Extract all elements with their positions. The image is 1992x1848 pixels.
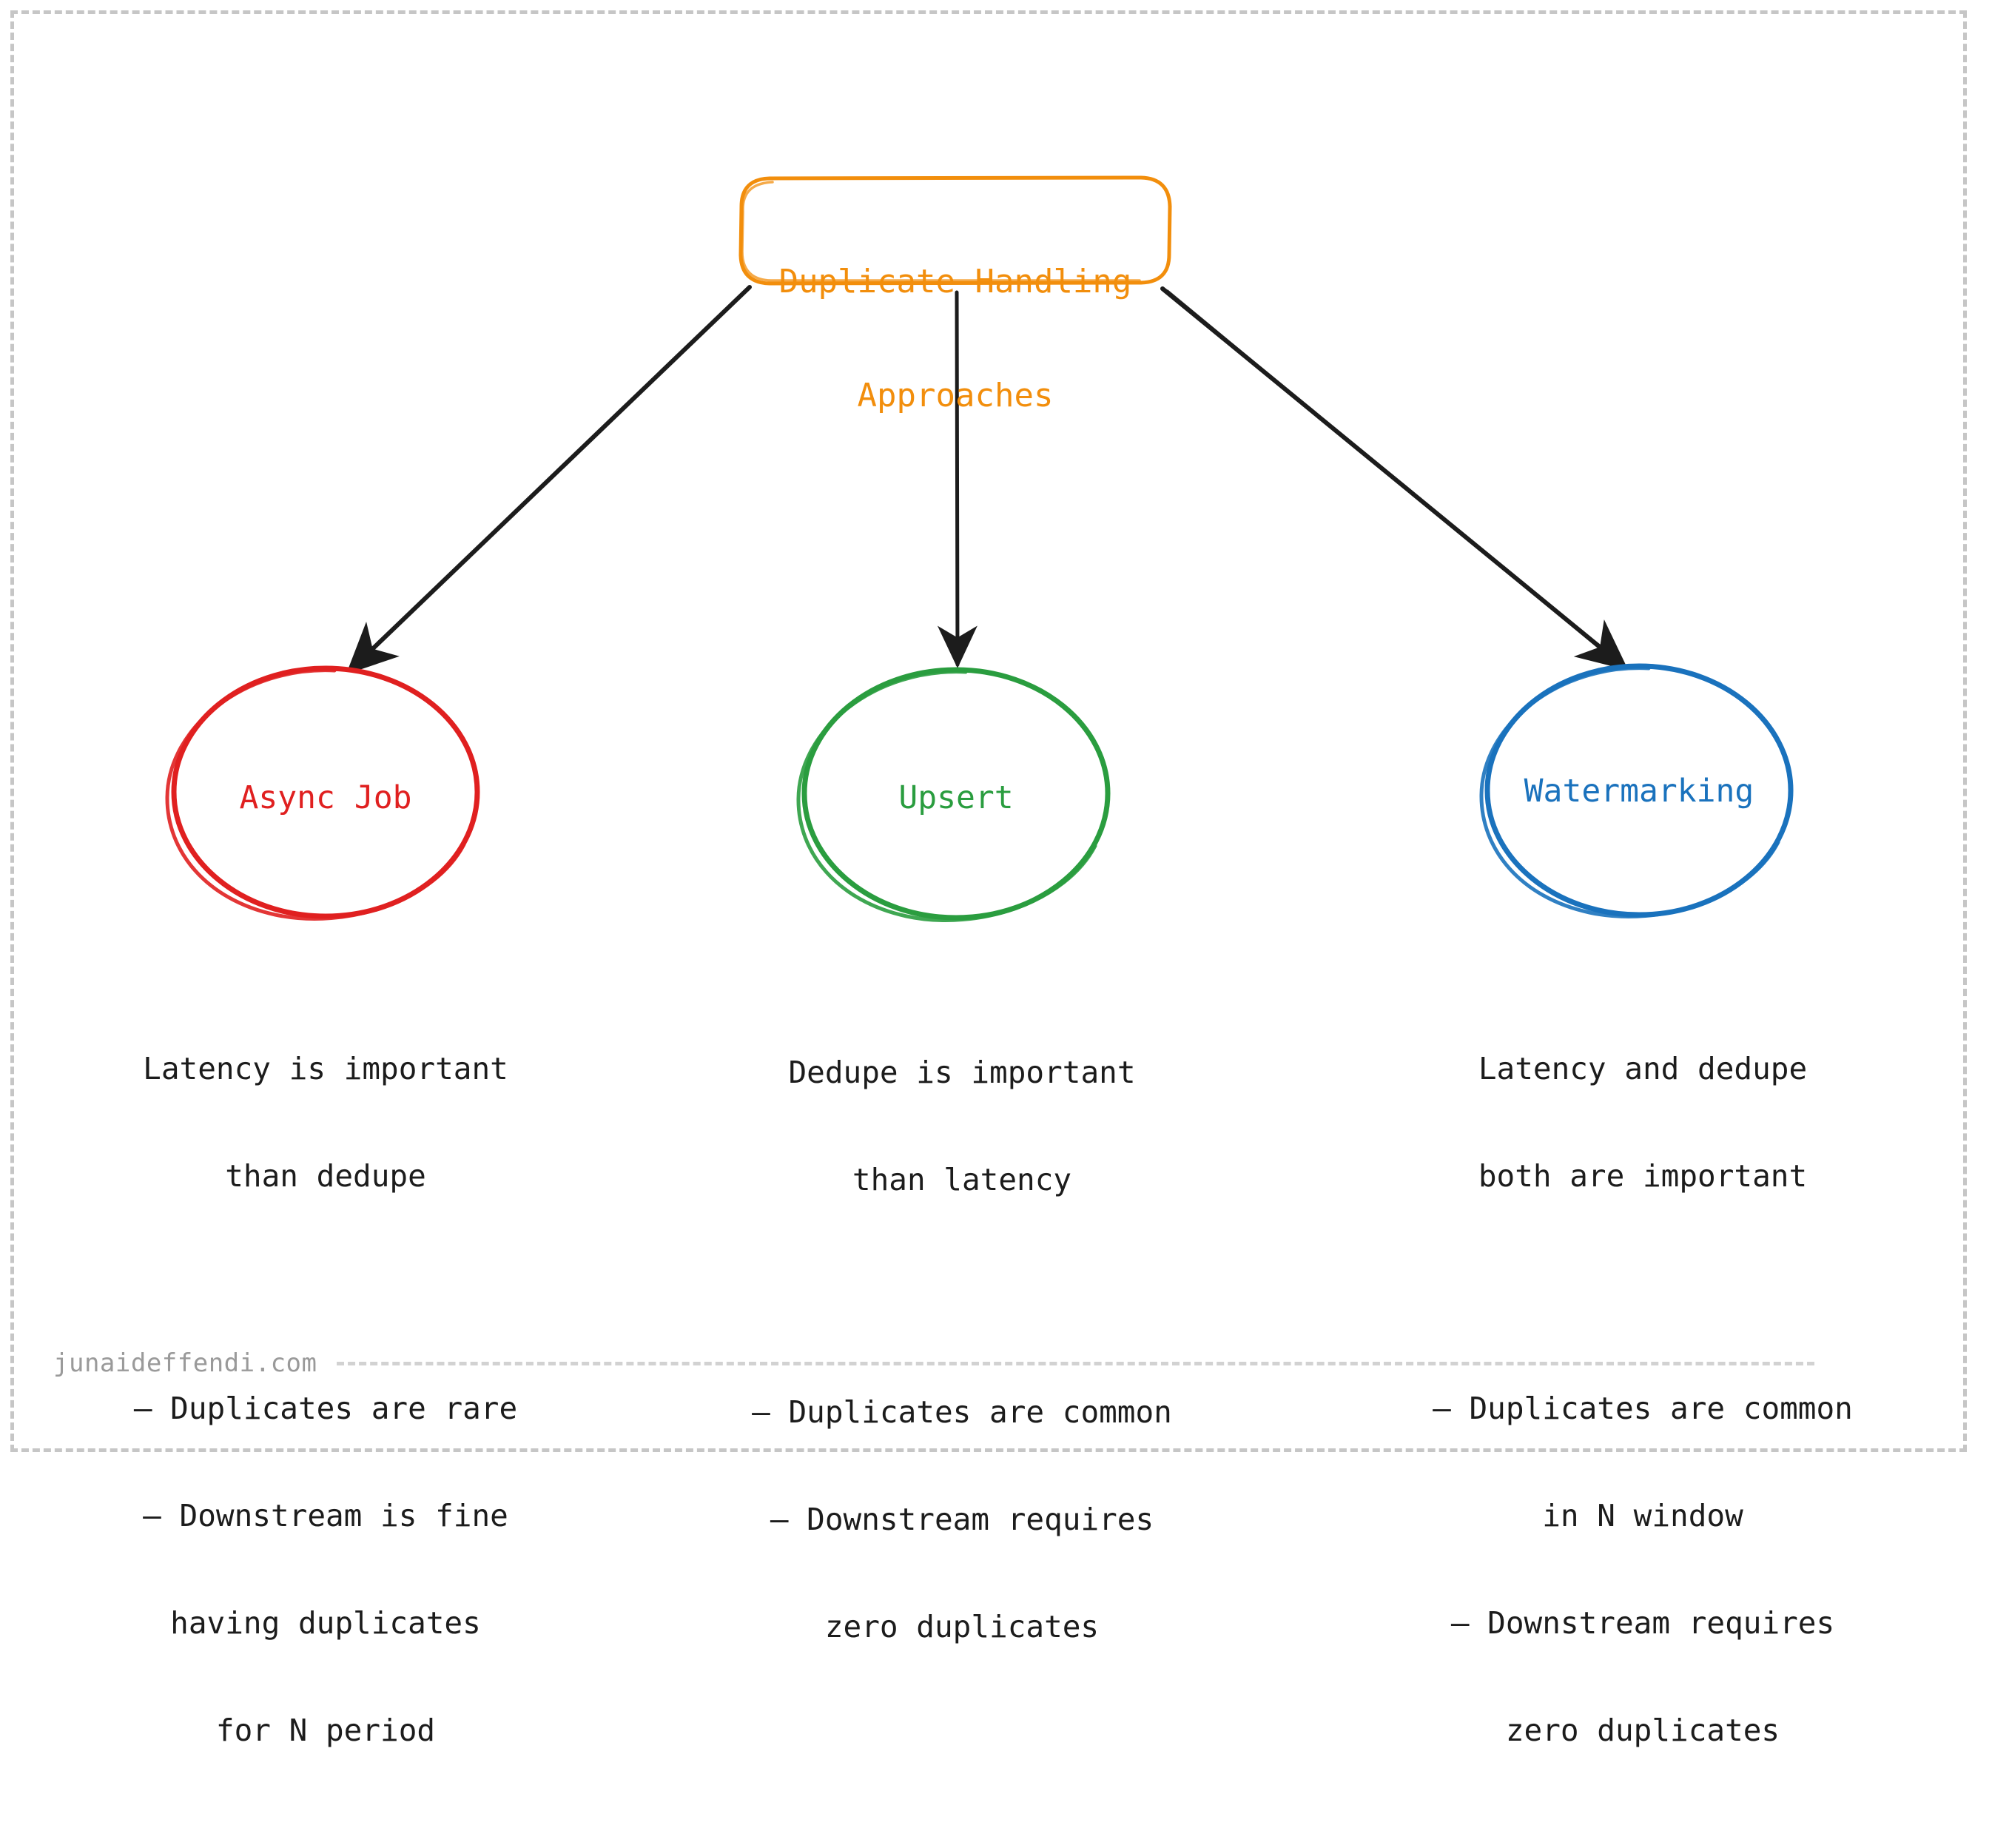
title-node: Duplicate Handling Approaches	[740, 187, 1171, 491]
description-watermarking: Latency and dedupe both are important – …	[1384, 951, 1902, 1848]
bullet-line-1: – Duplicates are common	[752, 1394, 1172, 1430]
arrow-title-to-async	[346, 285, 752, 675]
description-bullets-async-job: – Duplicates are rare – Downstream is fi…	[67, 1319, 585, 1820]
watermark-text: junaideffendi.com	[53, 1348, 317, 1378]
node-label-async-job: Async Job	[239, 779, 412, 816]
node-upsert-shape	[796, 667, 1111, 922]
description-async-job: Latency is important than dedupe – Dupli…	[67, 951, 585, 1848]
diagram-vector-layer	[165, 175, 1794, 922]
description-heading-upsert: Dedupe is important than latency	[703, 983, 1221, 1269]
description-heading-async-job: Latency is important than dedupe	[67, 979, 585, 1266]
description-heading-watermarking: Latency and dedupe both are important	[1384, 979, 1902, 1266]
bullet-line-2: – Downstream requires	[770, 1501, 1154, 1537]
title-node-shape	[738, 175, 1172, 286]
bullet-line-1: – Duplicates are common	[1433, 1390, 1853, 1426]
bullet-line-3: zero duplicates	[824, 1609, 1100, 1644]
footer: junaideffendi.com	[53, 1348, 1903, 1378]
heading-line-1: Latency and dedupe	[1478, 1050, 1808, 1086]
node-label-watermarking: Watermarking	[1524, 773, 1754, 810]
diagram-canvas: Duplicate Handling Approaches Async Job …	[10, 10, 1967, 1749]
heading-line-1: Dedupe is important	[788, 1054, 1136, 1090]
node-watermarking-shape	[1479, 663, 1794, 918]
heading-line-2: than dedupe	[225, 1157, 426, 1194]
bullet-line-2: – Downstream is fine	[143, 1497, 508, 1533]
description-bullets-upsert: – Duplicates are common – Downstream req…	[703, 1323, 1221, 1716]
bullet-line-1: – Duplicates are rare	[133, 1390, 518, 1426]
node-async-job-shape	[165, 665, 480, 921]
bullet-line-3: – Downstream requires	[1450, 1605, 1835, 1641]
description-bullets-watermarking: – Duplicates are common in N window – Do…	[1384, 1319, 1902, 1820]
arrow-title-to-upsert	[937, 290, 978, 668]
node-label-upsert: Upsert	[898, 779, 1014, 816]
bullet-line-2: in N window	[1542, 1497, 1743, 1533]
arrow-title-to-watermarking	[1160, 286, 1629, 673]
footer-dashed-rule	[336, 1361, 1814, 1365]
heading-line-1: Latency is important	[143, 1050, 508, 1086]
title-line-2: Approaches	[857, 377, 1054, 415]
heading-line-2: than latency	[852, 1161, 1072, 1197]
heading-line-2: both are important	[1478, 1157, 1808, 1194]
bullet-line-4: for N period	[215, 1713, 436, 1749]
bullet-line-4: zero duplicates	[1505, 1713, 1780, 1749]
title-line-1: Duplicate Handling	[778, 262, 1132, 300]
bullet-line-3: having duplicates	[170, 1605, 481, 1641]
